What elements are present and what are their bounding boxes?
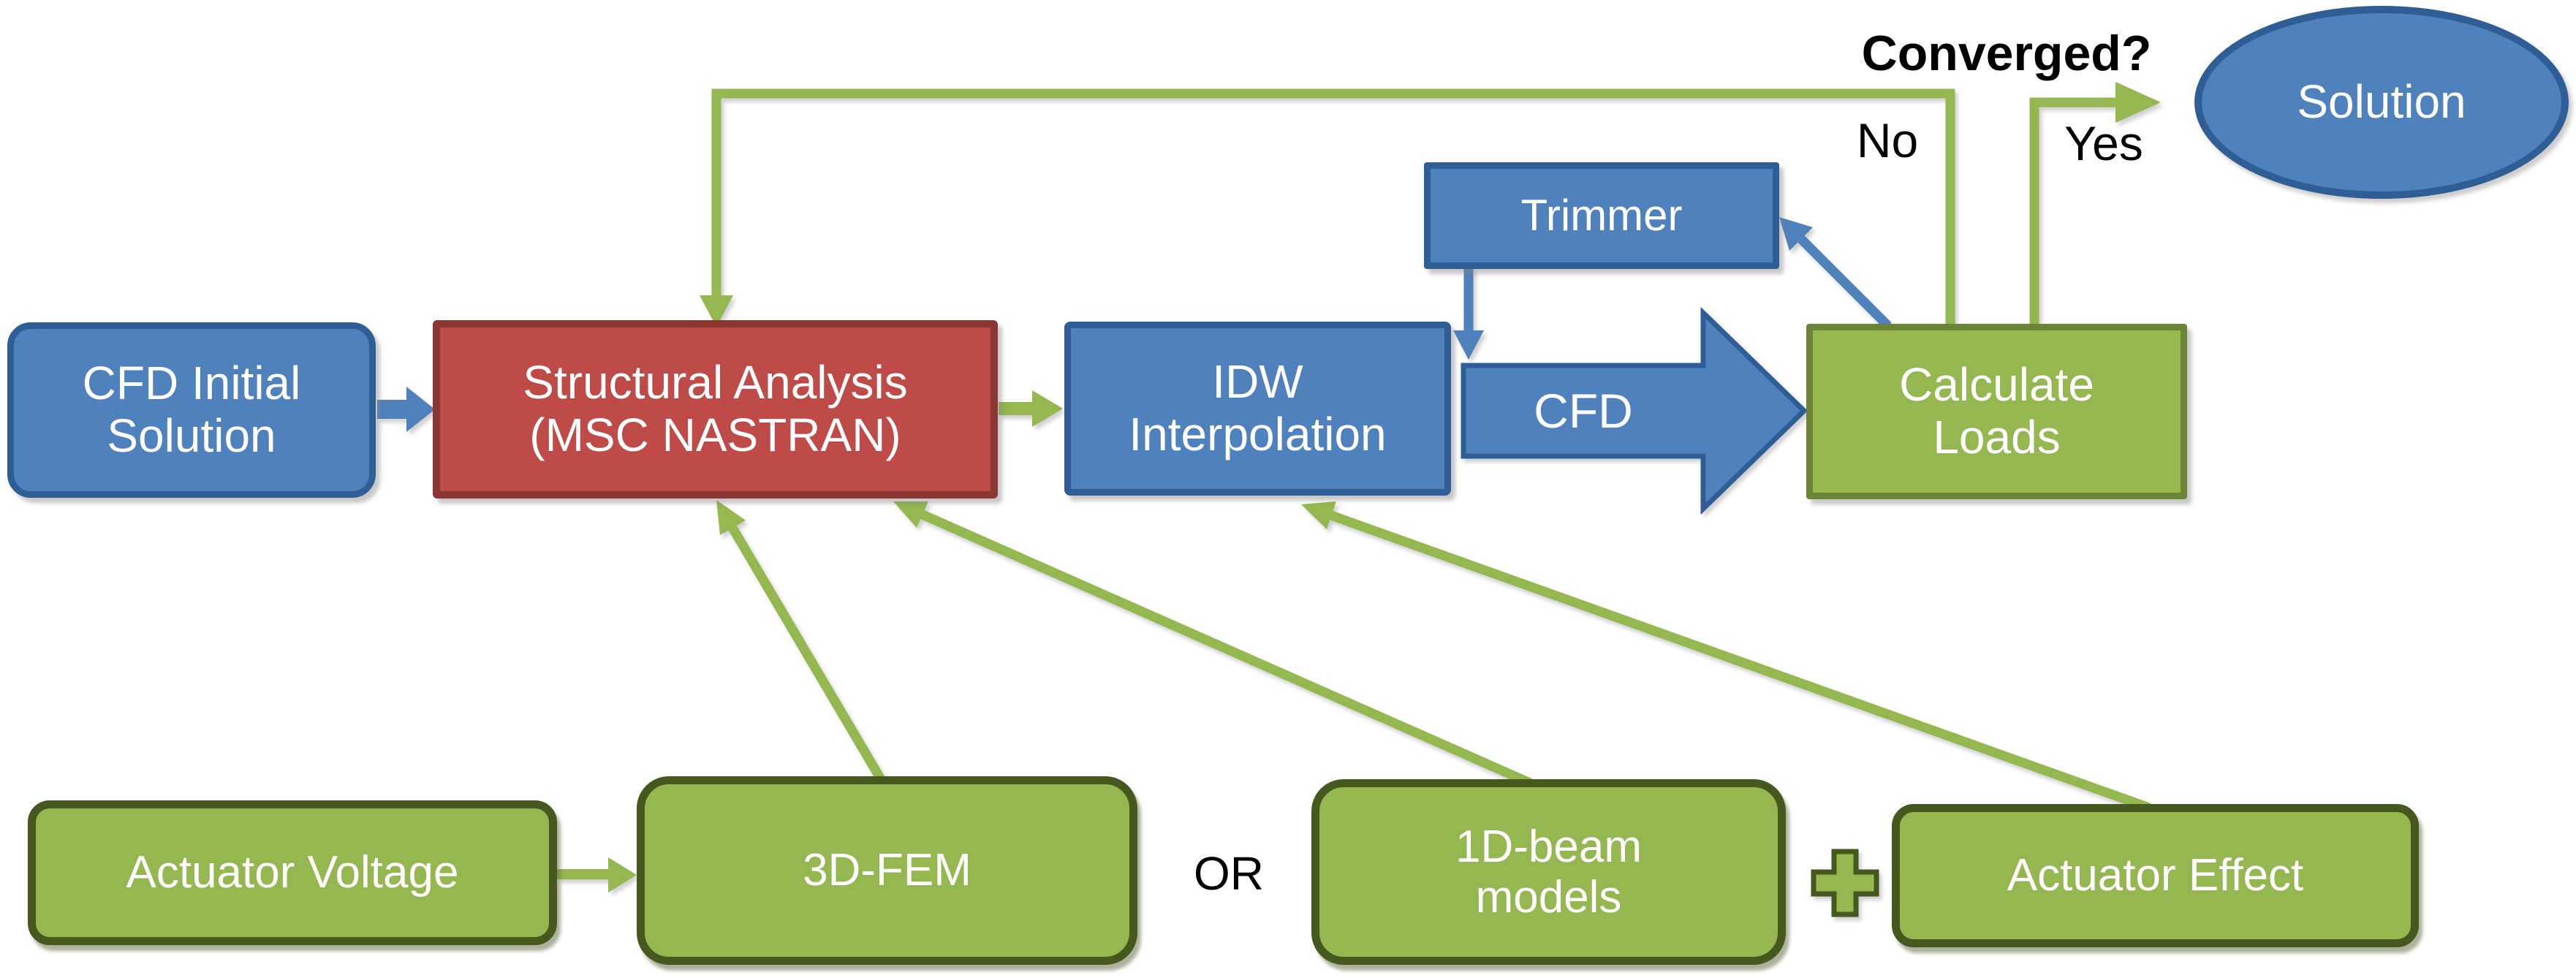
node-label-line: Loads xyxy=(1933,411,2061,463)
arrow-beam-to-structural-head-icon xyxy=(893,501,928,528)
node-calculate-loads: Calculate Loads xyxy=(1806,324,2187,499)
node-label-line: Actuator Effect xyxy=(2007,850,2304,901)
node-label-line: (MSC NASTRAN) xyxy=(529,409,901,461)
arrow-calculate-to-trimmer-line xyxy=(1797,235,1892,330)
no-feedback-line xyxy=(711,88,1955,327)
yes-arrowhead-icon xyxy=(2115,82,2161,123)
node-label-line: Interpolation xyxy=(1129,408,1387,460)
arrow-beam-to-structural-line xyxy=(920,510,1534,788)
node-label-line: 1D-beam xyxy=(1455,821,1642,872)
cfd-block-arrow xyxy=(1461,306,1808,515)
cfd-block-arrow-label: CFD xyxy=(1534,384,1633,438)
node-3d-fem: 3D-FEM xyxy=(637,776,1137,965)
no-feedback-arrowhead-icon xyxy=(700,295,733,327)
or-label: OR xyxy=(1194,847,1264,900)
node-label-line: Actuator Voltage xyxy=(126,847,459,898)
node-label-line: Solution xyxy=(107,409,276,462)
plus-icon xyxy=(1811,849,1879,917)
arrow-cfdinitial-to-structural-icon xyxy=(377,387,435,432)
node-label-line: Trimmer xyxy=(1520,191,1683,240)
arrow-trimmer-down-head-icon xyxy=(1453,330,1484,360)
arrow-fem-to-structural-line xyxy=(728,525,885,782)
arrow-fem-to-structural-head-icon xyxy=(716,500,746,535)
node-label-line: models xyxy=(1475,872,1622,922)
node-structural-analysis: Structural Analysis (MSC NASTRAN) xyxy=(433,320,998,499)
node-actuator-effect: Actuator Effect xyxy=(1892,804,2419,947)
node-trimmer: Trimmer xyxy=(1424,162,1779,269)
arrow-effect-to-idw-line xyxy=(1329,510,2151,813)
arrow-effect-to-idw-head-icon xyxy=(1301,501,1336,529)
yes-line xyxy=(2029,97,2117,327)
node-idw-interpolation: IDW Interpolation xyxy=(1064,322,1451,496)
arrow-voltage-to-fem-icon xyxy=(557,857,637,892)
node-label-line: IDW xyxy=(1212,355,1303,409)
node-label-line: Solution xyxy=(2297,75,2466,129)
arrow-structural-to-idw-icon xyxy=(999,390,1063,427)
node-label-line: Structural Analysis xyxy=(523,356,908,409)
branch-no-label: No xyxy=(1856,113,1919,167)
branch-yes-label: Yes xyxy=(2064,116,2143,170)
node-solution-ellipse: Solution xyxy=(2194,6,2569,199)
node-label-line: CFD Initial xyxy=(82,357,301,410)
arrow-calculate-to-trimmer-head-icon xyxy=(1779,217,1813,251)
node-label-line: Calculate xyxy=(1899,358,2094,412)
node-1d-beam-models: 1D-beam models xyxy=(1311,779,1786,965)
node-label-line: 3D-FEM xyxy=(803,845,971,896)
node-cfd-initial-solution: CFD Initial Solution xyxy=(7,322,376,498)
node-actuator-voltage: Actuator Voltage xyxy=(28,800,557,945)
converged-question-label: Converged? xyxy=(1861,26,2152,81)
